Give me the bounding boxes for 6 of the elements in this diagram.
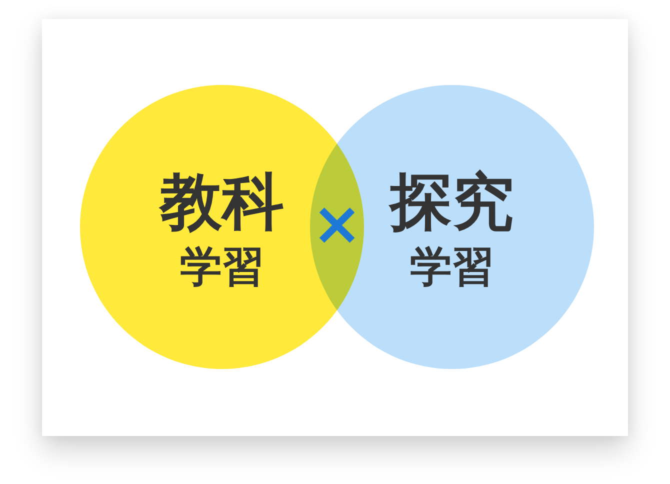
venn-circle (310, 85, 594, 369)
heading-text: 探究 (390, 171, 514, 233)
heading-text: 教科 (160, 171, 284, 233)
multiply-sign: × (312, 194, 362, 254)
subheading-text: 学習 (180, 246, 264, 288)
subheading-text: 学習 (410, 246, 494, 288)
